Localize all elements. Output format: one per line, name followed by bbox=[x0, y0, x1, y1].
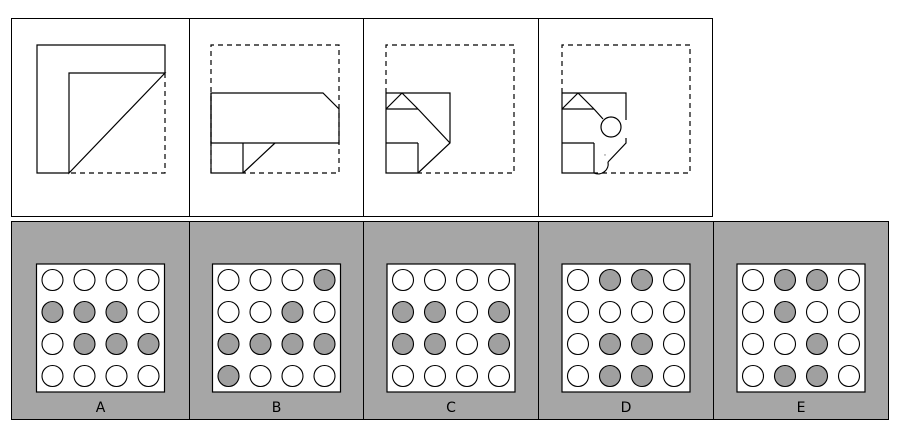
empty-hole bbox=[423, 364, 447, 388]
empty-hole bbox=[313, 300, 336, 324]
empty-hole bbox=[662, 332, 686, 356]
option-label: A bbox=[96, 400, 106, 416]
filled-hole bbox=[281, 332, 304, 356]
empty-hole bbox=[249, 364, 272, 388]
empty-hole bbox=[566, 268, 590, 292]
empty-hole bbox=[137, 364, 160, 388]
empty-hole bbox=[662, 364, 686, 388]
option-label: D bbox=[621, 400, 632, 416]
filled-hole bbox=[73, 300, 96, 324]
filled-hole bbox=[217, 364, 240, 388]
filled-hole bbox=[391, 300, 415, 324]
option-e[interactable]: E bbox=[713, 221, 889, 420]
empty-hole bbox=[598, 300, 622, 324]
empty-hole bbox=[741, 268, 765, 292]
filled-hole bbox=[773, 268, 797, 292]
empty-hole bbox=[41, 332, 64, 356]
empty-hole bbox=[249, 300, 272, 324]
empty-hole bbox=[837, 300, 861, 324]
empty-hole bbox=[217, 300, 240, 324]
empty-hole bbox=[837, 332, 861, 356]
empty-hole bbox=[105, 364, 128, 388]
empty-hole bbox=[249, 268, 272, 292]
empty-hole bbox=[73, 364, 96, 388]
option-b[interactable]: B bbox=[189, 221, 364, 420]
empty-hole bbox=[281, 268, 304, 292]
empty-hole bbox=[455, 300, 479, 324]
filled-hole bbox=[423, 300, 447, 324]
option-label: B bbox=[272, 400, 282, 416]
option-c[interactable]: C bbox=[363, 221, 539, 420]
empty-hole bbox=[455, 332, 479, 356]
option-label: E bbox=[797, 400, 806, 416]
empty-hole bbox=[391, 364, 415, 388]
empty-hole bbox=[455, 268, 479, 292]
empty-hole bbox=[630, 300, 654, 324]
empty-hole bbox=[566, 364, 590, 388]
filled-hole bbox=[773, 300, 797, 324]
filled-hole bbox=[598, 364, 622, 388]
filled-hole bbox=[105, 332, 128, 356]
filled-hole bbox=[630, 332, 654, 356]
empty-hole bbox=[105, 268, 128, 292]
empty-hole bbox=[837, 268, 861, 292]
fold-step-1 bbox=[36, 44, 167, 175]
empty-hole bbox=[281, 364, 304, 388]
fold-step-4 bbox=[561, 44, 691, 175]
empty-hole bbox=[217, 268, 240, 292]
filled-hole bbox=[805, 364, 829, 388]
empty-hole bbox=[741, 332, 765, 356]
fold-step-2 bbox=[210, 44, 340, 174]
empty-hole bbox=[423, 268, 447, 292]
empty-hole bbox=[313, 364, 336, 388]
fold-step-3 bbox=[385, 44, 515, 174]
filled-hole bbox=[598, 268, 622, 292]
empty-hole bbox=[773, 332, 797, 356]
filled-hole bbox=[217, 332, 240, 356]
filled-hole bbox=[105, 300, 128, 324]
filled-hole bbox=[249, 332, 272, 356]
options-row: A B C D E bbox=[11, 221, 889, 420]
empty-hole bbox=[73, 268, 96, 292]
filled-hole bbox=[598, 332, 622, 356]
empty-hole bbox=[566, 300, 590, 324]
empty-hole bbox=[566, 332, 590, 356]
filled-hole bbox=[73, 332, 96, 356]
filled-hole bbox=[773, 364, 797, 388]
empty-hole bbox=[487, 268, 511, 292]
filled-hole bbox=[630, 364, 654, 388]
filled-hole bbox=[423, 332, 447, 356]
option-a[interactable]: A bbox=[11, 221, 190, 420]
filled-hole bbox=[313, 268, 336, 292]
filled-hole bbox=[487, 300, 511, 324]
empty-hole bbox=[487, 364, 511, 388]
empty-hole bbox=[391, 268, 415, 292]
empty-hole bbox=[805, 300, 829, 324]
empty-hole bbox=[137, 268, 160, 292]
empty-hole bbox=[455, 364, 479, 388]
option-d[interactable]: D bbox=[538, 221, 714, 420]
filled-hole bbox=[630, 268, 654, 292]
filled-hole bbox=[313, 332, 336, 356]
empty-hole bbox=[662, 268, 686, 292]
empty-hole bbox=[741, 300, 765, 324]
empty-hole bbox=[137, 300, 160, 324]
filled-hole bbox=[391, 332, 415, 356]
empty-hole bbox=[741, 364, 765, 388]
filled-hole bbox=[487, 332, 511, 356]
filled-hole bbox=[41, 300, 64, 324]
empty-hole bbox=[662, 300, 686, 324]
punched-hole bbox=[600, 116, 622, 138]
empty-hole bbox=[41, 364, 64, 388]
empty-hole bbox=[837, 364, 861, 388]
filled-hole bbox=[137, 332, 160, 356]
filled-hole bbox=[805, 268, 829, 292]
sequence-frame bbox=[11, 18, 713, 217]
sequence-row bbox=[11, 18, 713, 217]
empty-hole bbox=[41, 268, 64, 292]
filled-hole bbox=[805, 332, 829, 356]
filled-hole bbox=[281, 300, 304, 324]
option-label: C bbox=[446, 400, 456, 416]
